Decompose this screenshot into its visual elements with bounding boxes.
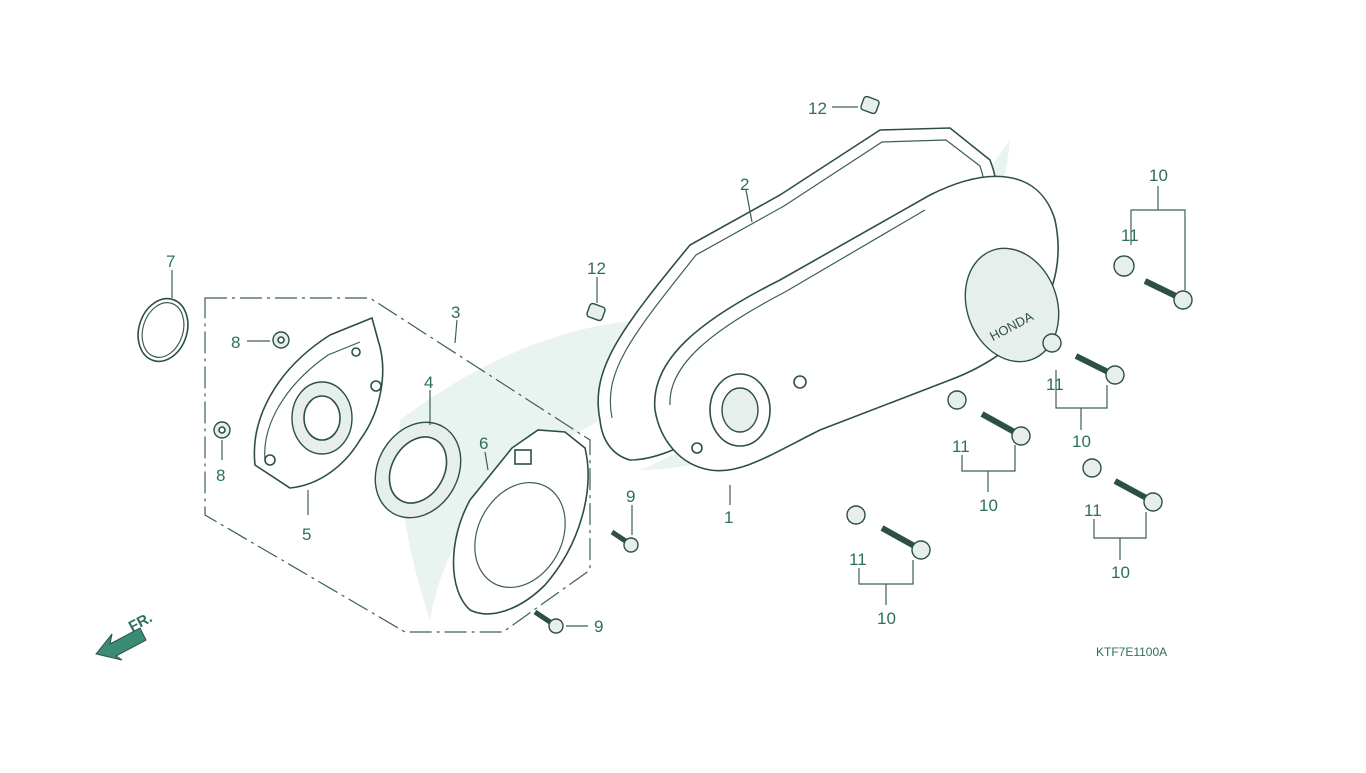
callout-11-d: 11 [1084,501,1102,520]
front-label: FR. [126,609,155,635]
bolt-group-c [947,390,1031,446]
callout-10-b: 10 [1072,432,1091,451]
callout-labels: 1 2 3 4 5 6 7 8 8 9 9 10 10 10 10 10 11 … [166,99,1168,636]
callout-11-a: 11 [1121,226,1139,245]
bolt-group-d [1082,458,1163,512]
callout-4: 4 [424,373,433,392]
callout-7: 7 [166,252,175,271]
callout-10-d: 10 [1111,563,1130,582]
callout-3: 3 [451,303,460,322]
callout-10-e: 10 [877,609,896,628]
part-nut-upper [272,331,290,349]
assembly-outline [204,297,591,633]
callout-9-upper: 9 [626,487,635,506]
part-o-ring [137,297,189,363]
part-plate [253,316,384,489]
callout-11-c: 11 [952,437,970,456]
callout-11-e: 11 [849,550,867,569]
callout-2: 2 [740,175,749,194]
callout-6: 6 [479,434,488,453]
front-direction-indicator: FR. [95,609,155,661]
callout-10-a: 10 [1149,166,1168,185]
callout-1: 1 [724,508,733,527]
bolt-group-e [846,505,931,560]
part-seal [374,421,462,519]
part-nut-lower [213,421,231,439]
part-dowel-pin-lower [586,302,606,322]
callout-12-lower: 12 [587,259,606,278]
part-bolt-9-lower [533,609,564,634]
callout-8-upper: 8 [231,333,240,352]
bolt-group-b [1042,333,1125,385]
callout-10-c: 10 [979,496,998,515]
bolt-group-a [1113,255,1193,310]
drawing-code: KTF7E1100A [1096,645,1167,659]
callout-5: 5 [302,525,311,544]
callout-9-lower: 9 [594,617,603,636]
callout-12-upper: 12 [808,99,827,118]
part-guide-plate [452,429,589,615]
part-bolt-9-upper [610,529,639,553]
front-arrow-icon [95,627,147,661]
part-dowel-pin-upper [860,95,880,115]
callout-11-b: 11 [1046,375,1064,394]
callout-8-lower: 8 [216,466,225,485]
part-left-crankcase-cover: HONDA [653,175,1060,472]
leader-lines [171,106,1186,627]
